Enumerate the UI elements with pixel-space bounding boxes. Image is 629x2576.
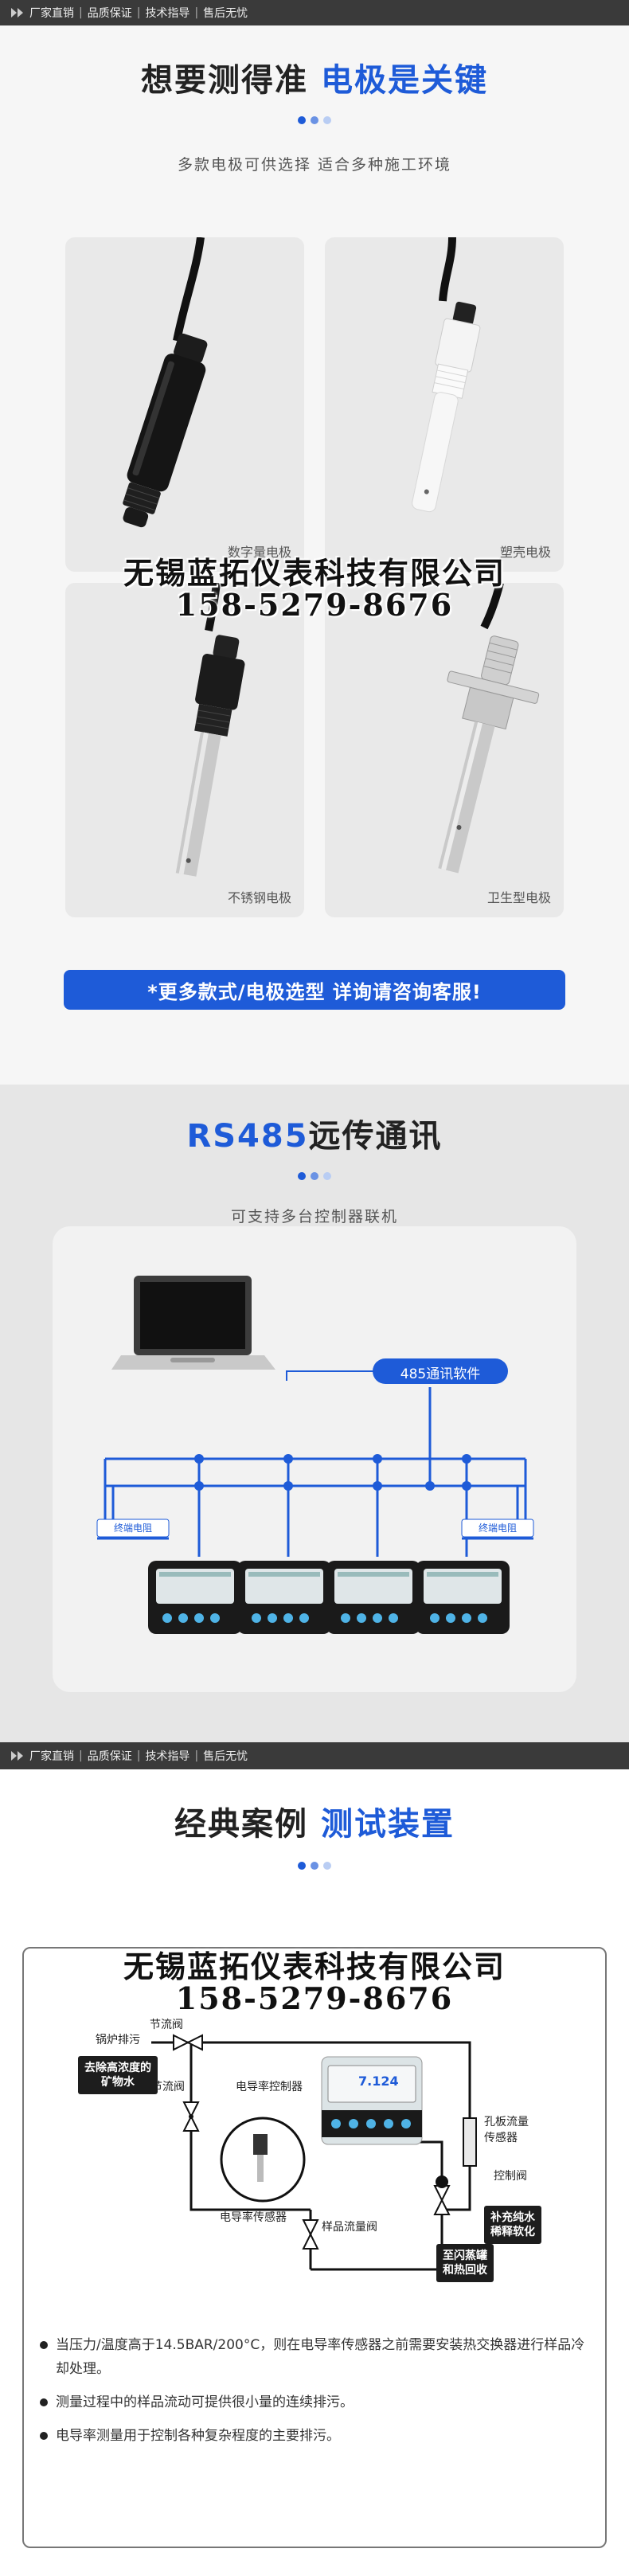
stainless-electrode-image (175, 583, 245, 877)
card-label: 卫生型电极 (486, 890, 551, 905)
strip-item: 厂家直销 (29, 7, 74, 20)
more-models-banner[interactable]: *更多款式/电极选型 详询请咨询客服! (64, 970, 565, 1010)
plastic-electrode-image (412, 237, 481, 513)
electrode-card-plastic[interactable]: 塑壳电极 (325, 237, 564, 572)
watermark-company: 无锡蓝拓仪表科技有限公司 (123, 1949, 506, 1984)
dots-decoration (0, 1172, 629, 1180)
card-label: 数字量电极 (227, 545, 291, 560)
case-note: 电导率测量用于控制各种复杂程度的主要排污。 (38, 2424, 596, 2448)
section2-title: RS485远传通讯 (0, 1110, 629, 1156)
watermark-phone: 158-5279-8676 (175, 1980, 454, 2016)
laptop-icon (111, 1276, 275, 1370)
double-arrow-icon (11, 1751, 23, 1761)
orifice-sensor-label: 孔板流量 传感器 (484, 2116, 529, 2144)
company-watermark: 无锡蓝拓仪表科技有限公司 158-5279-8676 (0, 557, 629, 621)
controller-display: 7.124 (358, 2074, 399, 2089)
throttle-left-label: 节流阀 (151, 2081, 185, 2093)
software-label: 485通讯软件 (400, 1366, 481, 1382)
service-strip-bottom: 厂家直销| 品质保证| 技术指导| 售后无忧 (0, 1742, 629, 1769)
section2-subtitle: 可支持多台控制器联机 (230, 1208, 398, 1225)
strip-item: 品质保证 (87, 1750, 132, 1763)
flash-tank-tag: 至闪蒸罐 和热回收 (436, 2244, 494, 2282)
title-black: 想要测得准 (141, 62, 309, 99)
terminator-left-label: 终端电阻 (113, 1523, 152, 1534)
strip-item: 售后无忧 (203, 7, 248, 20)
throttle-top-label: 节流阀 (150, 2019, 183, 2031)
case-note: 当压力/温度高于14.5BAR/200°C，则在电导率传感器之前需要安装热交换器… (38, 2333, 596, 2381)
case-notes-list: 当压力/温度高于14.5BAR/200°C，则在电导率传感器之前需要安装热交换器… (38, 2333, 596, 2457)
title-blue: 测试装置 (320, 1806, 455, 1843)
dots-decoration (0, 116, 629, 124)
electrode-card-stainless[interactable]: 不锈钢电极 (65, 583, 304, 917)
card-label: 塑壳电极 (499, 545, 551, 560)
case-note: 测量过程中的样品流动可提供很小量的连续排污。 (38, 2390, 596, 2414)
section3-title: 经典案例 测试装置 (0, 1798, 629, 1844)
electrode-card-sanitary[interactable]: 卫生型电极 (325, 583, 564, 917)
dots-decoration (0, 1862, 629, 1870)
title-blue: 电极是关键 (320, 62, 488, 99)
double-arrow-icon (11, 8, 23, 18)
sanitary-electrode-image (438, 583, 540, 874)
digital-electrode-image (123, 237, 208, 528)
conductivity-sensor-label: 电导率传感器 (220, 2211, 287, 2224)
conductivity-controller-label: 电导率控制器 (236, 2081, 303, 2093)
watermark-phone: 158-5279-8676 (175, 586, 454, 623)
company-watermark: 无锡蓝拓仪表科技有限公司 158-5279-8676 (0, 1951, 629, 2015)
controller-devices (148, 1561, 510, 1634)
strip-item: 厂家直销 (29, 1750, 74, 1763)
electrode-card-digital[interactable]: 数字量电极 (65, 237, 304, 572)
strip-item: 技术指导 (145, 1750, 190, 1763)
boiler-drain-label: 锅炉排污 (96, 2034, 140, 2046)
strip-item: 售后无忧 (203, 1750, 248, 1763)
control-valve-label: 控制阀 (494, 2170, 527, 2183)
title-blue: RS485 (186, 1118, 309, 1155)
makeup-water-tag: 补充纯水 稀释软化 (484, 2206, 541, 2244)
card-label: 不锈钢电极 (227, 890, 291, 905)
remove-mineral-water-tag: 去除高浓度的 矿物水 (78, 2056, 158, 2094)
section1-title: 想要测得准 电极是关键 (0, 54, 629, 100)
terminator-right-label: 终端电阻 (478, 1523, 517, 1534)
title-black: 经典案例 (174, 1806, 309, 1843)
title-black: 远传通讯 (308, 1118, 443, 1155)
section1-subtitle: 多款电极可供选择 适合多种施工环境 (177, 156, 452, 174)
strip-item: 技术指导 (145, 7, 190, 20)
service-strip-top: 厂家直销| 品质保证| 技术指导| 售后无忧 (0, 0, 629, 25)
sample-flow-valve-label: 样品流量阀 (322, 2221, 377, 2234)
strip-item: 品质保证 (87, 7, 132, 20)
watermark-company: 无锡蓝拓仪表科技有限公司 (123, 555, 506, 591)
